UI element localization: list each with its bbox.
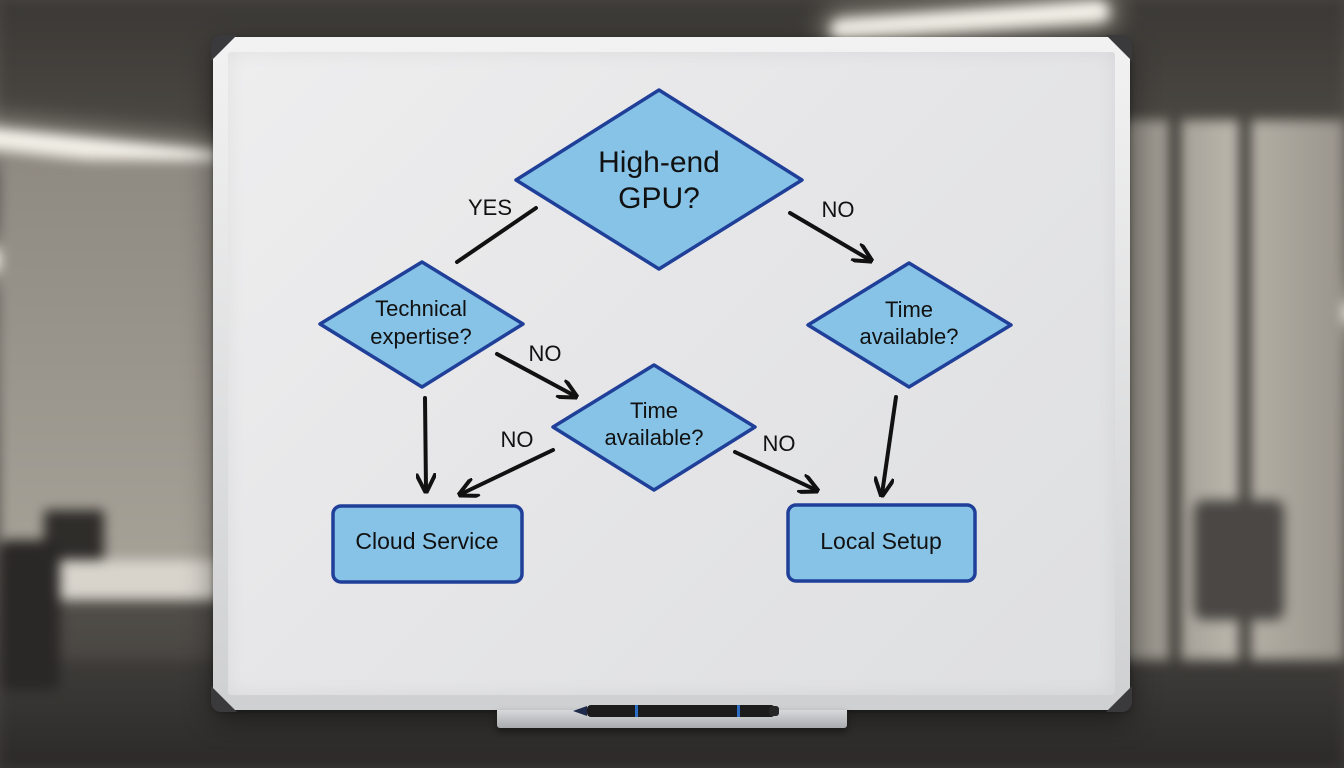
edge-label-no: NO [529,341,562,366]
decision-node-technical-expertise: Technical expertise? [318,260,525,389]
node-label: available? [604,425,703,450]
node-label: GPU? [618,182,700,215]
edge-label-no: NO [501,427,534,452]
edge-tech-to-cloud [425,396,426,490]
edge-tech-to-time-mid [495,352,575,396]
node-label: Time [885,297,933,322]
partition-frame [1240,120,1250,720]
desk [40,560,230,600]
office-chair [0,540,60,690]
node-label: Cloud Service [355,528,498,554]
node-label: Local Setup [820,528,941,554]
edge-gpu-to-time-right [788,211,870,260]
marker-pen[interactable] [573,702,783,718]
office-chair [1194,500,1284,620]
edge-label-no: NO [763,431,796,456]
edge-label-no: NO [822,197,855,222]
decision-node-time-available-middle: Time available? [551,363,757,492]
edge-time-mid-to-local [733,450,816,490]
node-label: High-end [598,146,720,179]
node-label: available? [859,324,958,349]
node-label: expertise? [370,324,472,349]
edge-gpu-to-tech [455,206,538,264]
back-wall [0,160,230,580]
decision-node-time-available-right: Time available? [806,261,1013,389]
edge-time-mid-to-cloud [461,448,555,494]
node-label: Time [630,398,678,423]
outcome-node-cloud-service: Cloud Service [331,504,524,584]
decision-node-gpu: High-end GPU? [514,88,804,271]
edges [425,206,898,494]
edge-label-yes: YES [468,195,512,220]
outcome-node-local-setup: Local Setup [786,503,977,583]
partition-frame [1170,120,1180,720]
node-label: Technical [375,296,467,321]
edge-time-right-to-local [882,395,898,494]
